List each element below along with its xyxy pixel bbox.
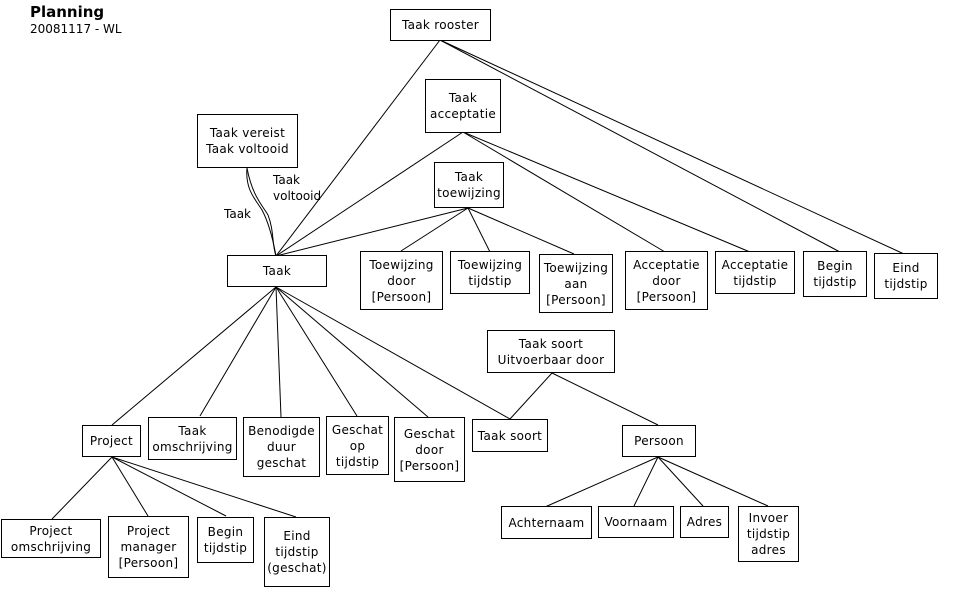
node-taak-acceptatie: Taak acceptatie bbox=[425, 79, 501, 133]
node-taak-omschrijving: Taak omschrijving bbox=[148, 417, 237, 460]
edge-label-taak: Taak bbox=[224, 207, 251, 221]
edge-rooster-taak bbox=[275, 39, 441, 257]
edge-vereist-taak-2 bbox=[246, 167, 277, 257]
edge-project-eind bbox=[111, 456, 297, 518]
node-persoon: Persoon bbox=[622, 425, 696, 457]
node-project-manager: Project manager [Persoon] bbox=[108, 516, 189, 578]
node-benodigde-duur: Benodigde duur geschat bbox=[243, 417, 320, 477]
node-toewijzing-aan: Toewijzing aan [Persoon] bbox=[539, 254, 613, 313]
edge-taak-taaksoort bbox=[275, 286, 511, 420]
edge-persoon-adres bbox=[657, 456, 704, 507]
edge-persoon-achternaam bbox=[544, 456, 659, 508]
node-taak-soort-uitvoerbaar: Taak soort Uitvoerbaar door bbox=[487, 330, 615, 373]
edge-acceptatie-taak bbox=[275, 131, 464, 257]
edge-rooster-begin bbox=[439, 39, 841, 253]
node-toewijzing-door: Toewijzing door [Persoon] bbox=[360, 251, 443, 310]
edge-project-manager bbox=[111, 456, 149, 517]
node-toewijzing-tijdstip: Toewijzing tijdstip bbox=[450, 251, 530, 294]
node-taak-rooster: Taak rooster bbox=[390, 9, 491, 41]
edge-vereist-taak-1 bbox=[246, 167, 277, 257]
edge-taak-geschatdoor bbox=[275, 286, 429, 418]
edge-toewijzing-door bbox=[400, 207, 469, 252]
node-geschat-door: Geschat door [Persoon] bbox=[394, 417, 465, 482]
edge-acceptatie-acceptatietijdstip bbox=[462, 131, 751, 253]
node-taak: Taak bbox=[227, 255, 327, 287]
diagram-subtitle: 20081117 - WL bbox=[30, 22, 122, 36]
edge-persoon-voornaam bbox=[633, 456, 659, 507]
node-voornaam: Voornaam bbox=[598, 506, 674, 538]
edge-project-begin bbox=[111, 456, 227, 517]
node-acceptatie-door: Acceptatie door [Persoon] bbox=[625, 251, 708, 310]
edge-toewijzing-aan bbox=[467, 207, 575, 255]
edge-label-taak-voltooid: Taak voltooid bbox=[273, 173, 322, 203]
edge-uitvoerbaar-persoon bbox=[551, 372, 659, 426]
node-project-begin: Begin tijdstip bbox=[197, 517, 254, 563]
node-project-omschrijving: Project omschrijving bbox=[1, 519, 101, 558]
edge-taak-benodigde bbox=[275, 286, 282, 418]
edge-uitvoerbaar-taaksoort bbox=[509, 372, 553, 420]
node-achternaam: Achternaam bbox=[501, 506, 592, 539]
edge-taak-omschrijving bbox=[199, 286, 277, 417]
edge-taak-project bbox=[111, 286, 277, 426]
node-project-eind: Eind tijdstip (geschat) bbox=[264, 517, 330, 587]
node-begin-tijdstip: Begin tijdstip bbox=[803, 251, 867, 297]
edge-toewijzing-taak bbox=[275, 207, 469, 257]
edge-acceptatie-acceptatiedoor bbox=[462, 131, 666, 253]
node-geschat-op: Geschat op tijdstip bbox=[326, 416, 389, 475]
edge-project-omschrijving bbox=[51, 456, 113, 520]
node-project: Project bbox=[82, 425, 141, 457]
node-eind-tijdstip: Eind tijdstip bbox=[874, 253, 938, 299]
node-taak-toewijzing: Taak toewijzing bbox=[434, 162, 504, 208]
edge-toewijzing-tijdstip bbox=[467, 207, 491, 253]
node-invoer-tijdstip-adres: Invoer tijdstip adres bbox=[738, 506, 799, 562]
node-taak-vereist-voltooid: Taak vereist Taak voltooid bbox=[197, 114, 298, 168]
edge-persoon-invoer bbox=[657, 456, 769, 507]
node-taak-soort: Taak soort bbox=[472, 419, 548, 452]
node-adres: Adres bbox=[680, 506, 729, 538]
edge-taak-geschatop bbox=[275, 286, 358, 417]
edge-rooster-eind bbox=[439, 39, 905, 255]
diagram-title: Planning bbox=[30, 3, 105, 21]
node-acceptatie-tijdstip: Acceptatie tijdstip bbox=[715, 251, 795, 294]
